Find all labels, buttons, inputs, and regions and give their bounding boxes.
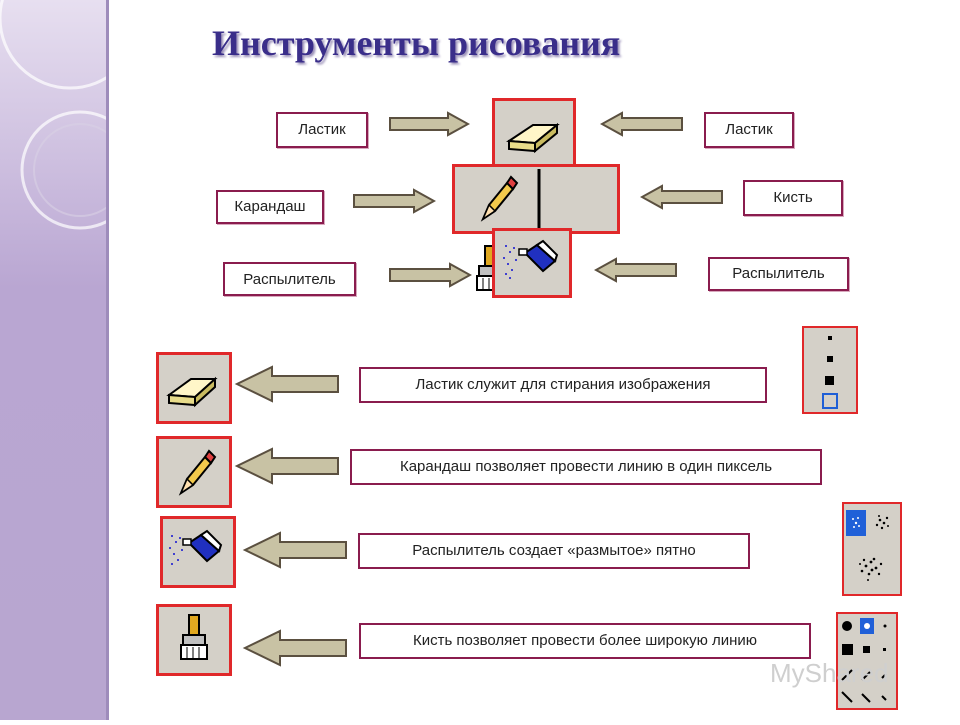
tool-sprayer[interactable] xyxy=(160,516,236,588)
tool-row-middle xyxy=(452,164,620,291)
sprayer-size-options xyxy=(842,502,902,596)
label-sprayer-right: Распылитель xyxy=(708,257,849,291)
eraser-icon xyxy=(166,376,218,408)
sidebar-edge xyxy=(106,0,109,720)
watermark: MyShared xyxy=(770,658,889,688)
label-brush-right: Кисть xyxy=(743,180,843,216)
arrow-left-icon xyxy=(234,365,339,403)
pencil-icon xyxy=(178,449,217,496)
page-title: Инструменты рисования xyxy=(212,23,621,63)
description-brush: Кисть позволяет провести более широкую л… xyxy=(359,623,811,659)
arrow-left-icon xyxy=(234,447,339,485)
eraser-icon xyxy=(506,122,560,154)
arrow-left-icon xyxy=(242,629,347,667)
brush-icon xyxy=(180,614,208,660)
tool-pencil[interactable] xyxy=(156,436,232,508)
label-sprayer-left: Распылитель xyxy=(223,262,356,296)
spray-can-icon xyxy=(503,239,559,279)
tool-brush[interactable] xyxy=(156,604,232,676)
label-pencil-left: Карандаш xyxy=(216,190,324,224)
decorative-rings xyxy=(0,0,142,230)
tool-eraser[interactable] xyxy=(156,352,232,424)
label-eraser-left: Ластик xyxy=(276,112,368,148)
eraser-size-squares xyxy=(822,336,838,409)
spray-pattern-samples xyxy=(846,510,889,581)
arrow-left-icon xyxy=(640,184,723,210)
tool-sprayer-cell[interactable] xyxy=(492,228,572,298)
brush-shape-options xyxy=(836,612,898,710)
decorative-sidebar xyxy=(0,0,142,720)
description-sprayer: Распылитель создает «размытое» пятно xyxy=(358,533,750,569)
tool-eraser-cell[interactable] xyxy=(492,98,576,170)
eraser-size-options xyxy=(802,326,858,414)
spray-can-icon xyxy=(169,529,223,565)
description-eraser: Ластик служит для стирания изображения xyxy=(359,367,767,403)
arrow-right-icon xyxy=(389,111,470,137)
brush-shape-samples xyxy=(841,618,887,703)
arrow-left-icon xyxy=(594,257,677,283)
arrow-right-icon xyxy=(353,188,436,214)
pencil-icon xyxy=(480,169,541,231)
arrow-left-icon xyxy=(600,111,683,137)
arrow-right-icon xyxy=(389,262,472,288)
description-pencil: Карандаш позволяет провести линию в один… xyxy=(350,449,822,485)
arrow-left-icon xyxy=(242,531,347,569)
label-eraser-right: Ластик xyxy=(704,112,794,148)
